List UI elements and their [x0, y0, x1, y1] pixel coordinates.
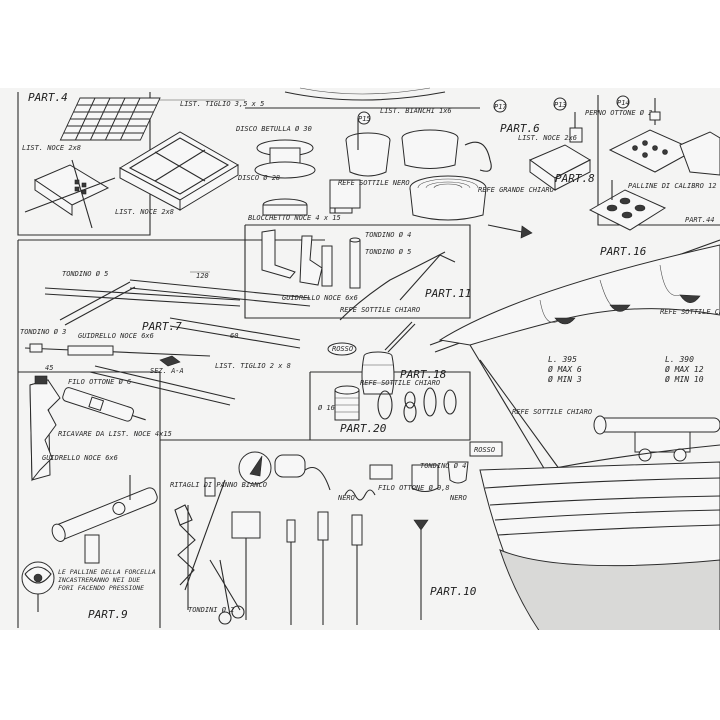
filo-ottone08-label: FILO OTTONE Ø 0,8 — [378, 484, 450, 492]
part11-pieces — [261, 229, 456, 321]
blocchetto-label: BLOCCHETTO NOCE 4 x 15 — [248, 214, 341, 222]
shot-rack — [588, 98, 720, 231]
rosso-label-a: ROSSO — [332, 345, 353, 353]
perno-ottone-label: PERNO OTTONE Ø 2 — [585, 109, 652, 117]
part18-label: PART.18 — [400, 368, 447, 381]
panel-borders — [17, 92, 720, 628]
dim-120: 120 — [196, 272, 209, 280]
part4-grating — [59, 97, 161, 141]
sail-right-min: Ø MIN 10 — [665, 374, 704, 384]
sail-left-max: Ø MAX 6 — [548, 364, 582, 374]
ship-sail — [429, 239, 720, 471]
part7-label: PART.7 — [142, 320, 182, 333]
disco-betulla-label: DISCO BETULLA Ø 30 — [235, 125, 312, 133]
refe-grande-label: REFE GRANDE CHIARO — [478, 186, 554, 194]
list-bianchi-label: LIST. BIANCHI 1x6 — [380, 107, 452, 115]
dim-45: 45 — [45, 364, 53, 372]
part4-window-frame — [118, 131, 239, 211]
list-noce-2x6-label: LIST. NOCE 2x6 — [518, 134, 577, 142]
part11-label: PART.11 — [425, 287, 471, 300]
arrow-to-ship — [487, 224, 533, 239]
refe-chiaro-label-d: REFE SOTTILE CHIARO — [512, 408, 592, 416]
part20-label: PART.20 — [340, 422, 387, 435]
noce-2x8-label-b: LIST. NOCE 2x8 — [115, 208, 174, 216]
part8-block — [528, 112, 592, 191]
sail-left-length: L. 395 — [548, 355, 577, 364]
note-forcella: LE PALLINE DELLA FORCELLA INCASTRERANNO … — [58, 568, 156, 592]
ricavare-label: RICAVARE DA LIST. NOCE 4x15 — [58, 430, 172, 438]
nero-label-a: NERO — [337, 494, 355, 502]
part16-label: PART.16 — [600, 245, 647, 258]
sail-right-max: Ø MAX 12 — [665, 364, 704, 374]
disco-28-label: DISCO Ø 28 — [237, 174, 280, 182]
tiglio-top-label: LIST. TIGLIO 3,5 x 5 — [180, 100, 264, 108]
callout-p15: P15 — [358, 115, 371, 123]
tiglio-2x8-label: LIST. TIGLIO 2 x 8 — [215, 362, 291, 370]
part20-coils — [334, 385, 457, 423]
refe-nero-label: REFE SOTTILE NERO — [338, 179, 410, 187]
part9-label: PART.9 — [88, 608, 128, 621]
sail-left-min: Ø MIN 3 — [548, 374, 582, 384]
callout-p17: P17 — [494, 103, 507, 111]
part4-label: PART.4 — [28, 91, 68, 104]
filo-ottone6-label: FILO OTTONE Ø 6 — [68, 378, 131, 386]
part18-barrel — [327, 321, 416, 395]
guidrello-noce-label: GUIDRELLO NOCE 6x6 — [282, 294, 358, 302]
part6-label: PART.6 — [500, 122, 540, 135]
part9-parts — [21, 375, 158, 612]
dim-60: 60 — [230, 332, 238, 340]
top-arc-line-2 — [299, 87, 431, 95]
refe-chiaro-label-a: REFE SOTTILE CHIARO — [340, 306, 420, 314]
sail-right-length: L. 390 — [665, 355, 694, 364]
tondino4b-label: TONDINO Ø 4 — [420, 462, 466, 470]
part7-rods — [24, 271, 311, 406]
palline-label: PALLINE DI CALIBRO 12 — [628, 182, 717, 190]
tondino3-label: TONDINO Ø 3 — [20, 328, 66, 336]
callout-p13: P13 — [554, 101, 567, 109]
guidrello-noce-label-b: GUIDRELLO NOCE 6x6 — [78, 332, 154, 340]
part4-cross-frame — [24, 159, 116, 229]
part8-label: PART.8 — [555, 172, 595, 185]
ship-cannon — [544, 415, 720, 471]
tondino-top-label: TONDINO Ø 5 — [62, 270, 108, 278]
tondino5-label: TONDINO Ø 5 — [365, 248, 411, 256]
part10-tools — [174, 451, 469, 625]
refe-chiaro-label-c: REFE SOTTILE CHIARO — [660, 308, 720, 316]
part10-label: PART.10 — [430, 585, 477, 598]
guidrello-noce-b-label: GUIDRELLO NOCE 6x6 — [42, 454, 118, 462]
top-arc-line — [284, 91, 446, 101]
d16-label: Ø 16 — [318, 404, 335, 412]
noce-2x8-label-a: LIST. NOCE 2x8 — [22, 144, 81, 152]
callout-circles: P15 P17 P13 P14 — [357, 95, 630, 125]
tondini2-label: TONDINI Ø 2 — [188, 606, 234, 614]
callout-p14: P14 — [617, 99, 630, 107]
page-bottom-margin — [0, 630, 720, 720]
ritagli-label: RITAGLI DI PANNO BIANCO — [170, 481, 267, 489]
part6-bucket — [329, 118, 492, 221]
refe-chiaro-label-b: REFE SOTTILE CHIARO — [360, 379, 440, 387]
rosso-label-b: ROSSO — [474, 446, 495, 454]
part44-label: PART.44 — [685, 216, 715, 224]
nero-label-b: NERO — [449, 494, 467, 502]
tondino4-label: TONDINO Ø 4 — [365, 231, 411, 239]
sez-label: SEZ. A-A — [150, 367, 184, 375]
